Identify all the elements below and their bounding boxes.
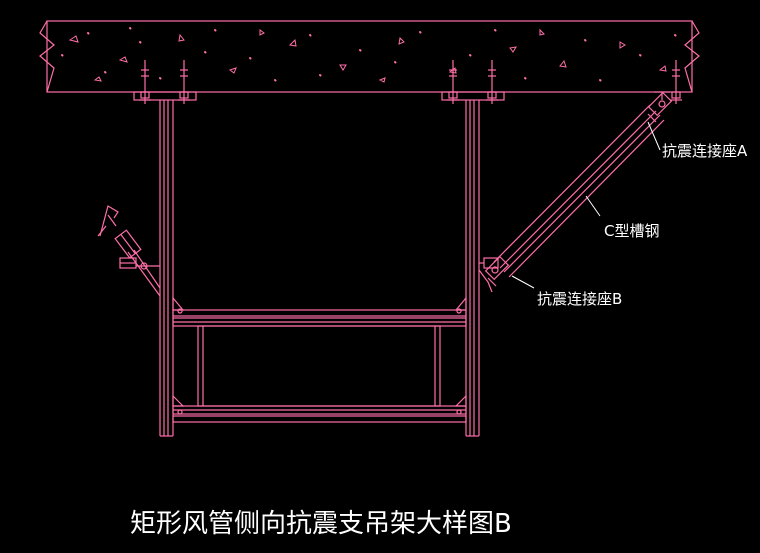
- rectangular-duct: [197, 325, 441, 407]
- upper-crossbar: [172, 309, 467, 327]
- label-anchor-b: 抗震连接座B: [537, 290, 622, 308]
- slab-hatching: [61, 27, 677, 83]
- anchor-bolt: [177, 59, 191, 105]
- left-brace-connector: [97, 205, 142, 259]
- c-channel-brace: [493, 104, 665, 278]
- anchor-seat-b: [478, 255, 510, 293]
- anchor-seat-a: [647, 91, 673, 123]
- connector-left-lower: [172, 394, 185, 407]
- anchor-bolts: [138, 59, 683, 105]
- concrete-slab: [39, 20, 700, 93]
- left-brace-seat: [119, 257, 160, 270]
- corner-connectors: [172, 296, 467, 415]
- label-c-channel: C型槽钢: [604, 222, 659, 240]
- leader-anchor-a: [647, 121, 661, 151]
- slab-dots: [61, 27, 677, 82]
- leader-anchor-b: [511, 275, 535, 289]
- anchor-bolt: [669, 59, 683, 105]
- connector-right-lower: [454, 394, 467, 407]
- lower-crossbar: [172, 405, 467, 423]
- left-brace: [97, 205, 161, 297]
- label-anchor-a: 抗震连接座A: [662, 142, 748, 160]
- leader-channel: [585, 195, 601, 217]
- anchor-bolt: [138, 59, 152, 105]
- drawing-title: 矩形风管侧向抗震支吊架大样图B: [130, 509, 512, 539]
- left-vertical-channel: [159, 100, 174, 437]
- connector-right-upper: [454, 296, 467, 311]
- connector-left-upper: [172, 296, 185, 311]
- right-vertical-channel: [465, 100, 480, 437]
- top-base-plates: [133, 91, 505, 101]
- anchor-bolt: [485, 59, 499, 105]
- vertical-channels: [159, 100, 480, 437]
- leader-lines: [511, 121, 661, 289]
- anchor-bolt: [446, 59, 460, 105]
